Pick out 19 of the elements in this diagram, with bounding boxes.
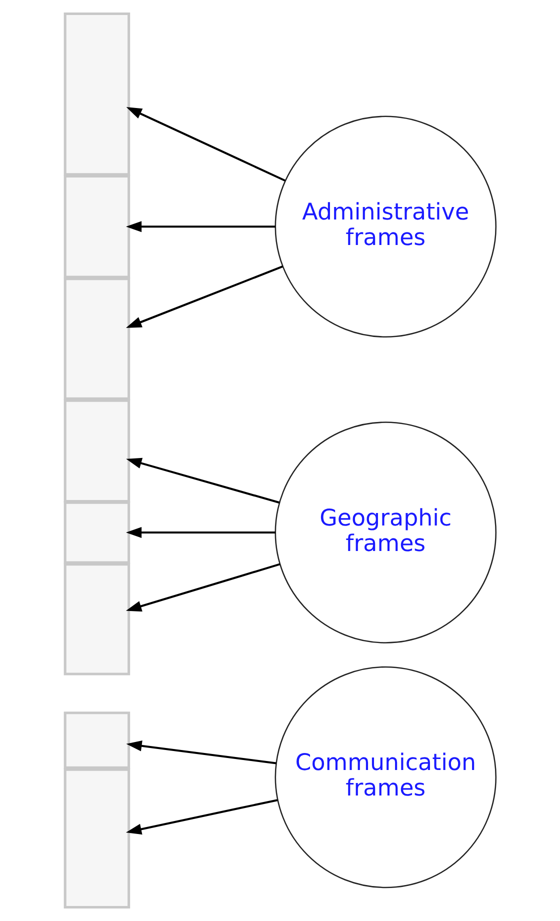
- arrow: [126, 221, 275, 232]
- arrow: [126, 527, 275, 538]
- node-box: [63, 768, 130, 908]
- arrow: [126, 740, 276, 764]
- arrow: [125, 266, 283, 328]
- node-circle: Geographic frames: [274, 422, 496, 644]
- arrow: [125, 563, 280, 612]
- node-circle: Administrative frames: [274, 116, 496, 338]
- node-box: [63, 175, 130, 278]
- node-box: [63, 501, 130, 564]
- arrow: [126, 458, 280, 504]
- node-box: [63, 12, 130, 176]
- node-box: [63, 563, 130, 676]
- arrow: [125, 799, 278, 835]
- node-circle: Communication frames: [274, 666, 496, 888]
- node-box: [63, 278, 130, 400]
- node-box: [63, 399, 130, 503]
- arrow: [126, 107, 286, 182]
- node-box: [63, 712, 130, 769]
